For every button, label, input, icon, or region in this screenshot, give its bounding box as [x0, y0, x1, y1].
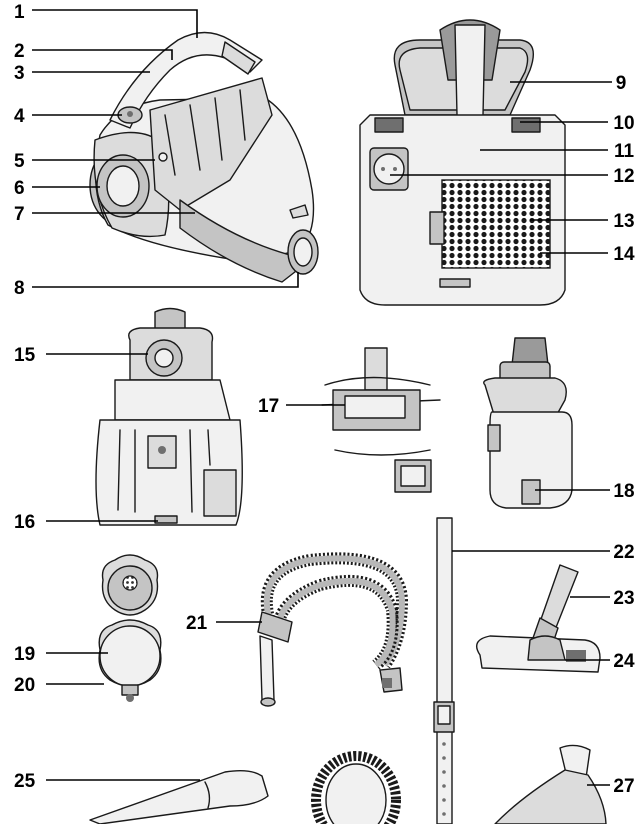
label-25: 25	[14, 771, 36, 792]
label-3: 3	[14, 63, 25, 84]
part-numbers: 1 2 3 4 5 6 7 8 9 10 11 12 13 14 15 16 1…	[14, 2, 635, 797]
label-6: 6	[14, 178, 25, 199]
label-2: 2	[14, 41, 25, 62]
dustbin-unit	[483, 337, 573, 509]
filter-assembly	[98, 554, 162, 702]
label-13: 13	[613, 211, 634, 232]
label-23: 23	[613, 588, 634, 609]
dustbin-handle-view	[321, 347, 441, 493]
label-11: 11	[614, 141, 635, 162]
label-16: 16	[14, 512, 35, 533]
upholstery-nozzle	[494, 744, 607, 824]
vacuum-rear-view	[359, 19, 566, 306]
telescopic-tube	[433, 517, 455, 824]
label-4: 4	[14, 106, 25, 127]
label-10: 10	[613, 113, 634, 134]
floor-brush	[476, 564, 601, 673]
label-22: 22	[613, 542, 634, 563]
label-27: 27	[613, 776, 634, 797]
label-1: 1	[14, 2, 25, 23]
label-5: 5	[14, 151, 25, 172]
label-7: 7	[14, 204, 25, 225]
label-19: 19	[14, 644, 35, 665]
label-21: 21	[186, 613, 208, 634]
dusting-brush	[311, 751, 401, 824]
label-20: 20	[14, 675, 35, 696]
hose-assembly	[257, 552, 409, 707]
label-17: 17	[258, 396, 279, 417]
unit-back-view	[95, 307, 243, 526]
label-18: 18	[613, 481, 634, 502]
label-24: 24	[613, 651, 635, 672]
label-8: 8	[14, 278, 25, 299]
leader-lines	[32, 9, 612, 786]
vacuum-side-view	[89, 31, 319, 283]
label-9: 9	[616, 73, 627, 94]
label-15: 15	[14, 345, 36, 366]
label-12: 12	[613, 166, 634, 187]
label-14: 14	[613, 244, 635, 265]
crevice-tool	[89, 769, 269, 824]
